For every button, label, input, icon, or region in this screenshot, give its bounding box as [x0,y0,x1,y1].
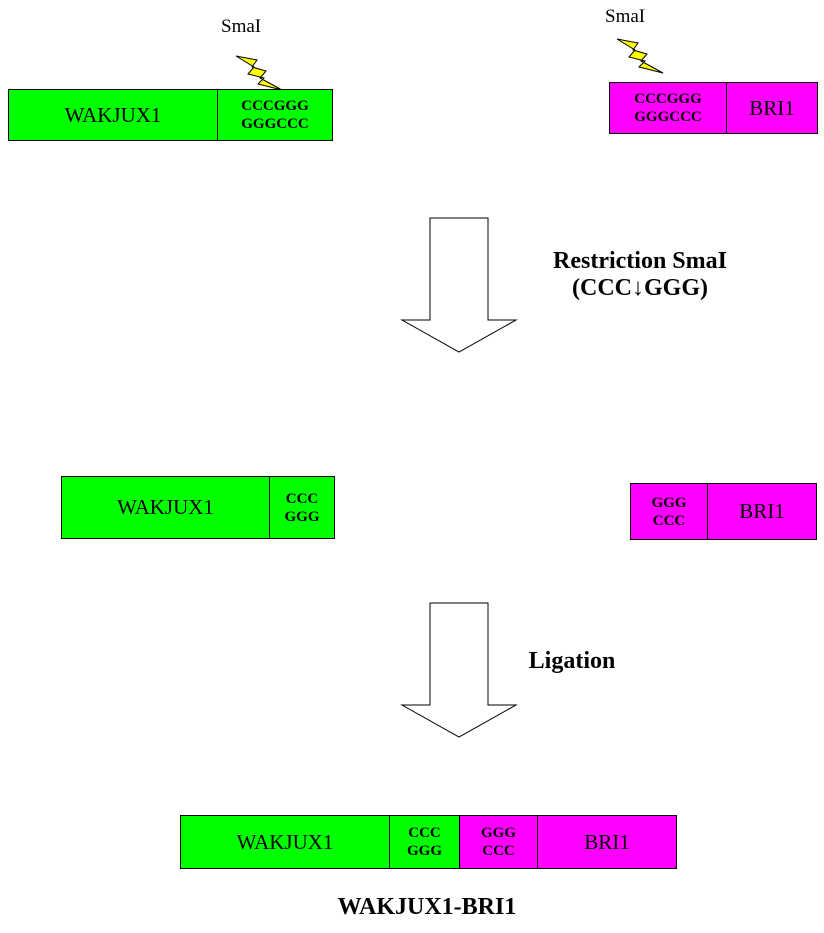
junction-left-block: CCC GGG [389,815,460,869]
gene-block-wakjux1: WAKJUX1 [8,89,218,141]
junction-right-block: GGG CCC [459,815,538,869]
site-top-strand: CCCGGG [241,98,309,114]
step-restriction-label: Restriction SmaI (CCC↓GGG) [520,248,760,302]
blunt-end-block: CCC GGG [269,476,335,539]
junction-right-bottom: CCC [482,843,515,859]
step-restriction-title: Restriction SmaI [553,248,727,274]
end-bottom-strand: CCC [652,512,686,529]
smai-site-block: CCCGGG GGGCCC [609,82,727,134]
down-arrow-icon [400,602,518,738]
junction-left-bottom: GGG [406,843,442,859]
junction-left-top: CCC [408,825,441,841]
blunt-end-block: GGG CCC [630,483,708,540]
down-arrow-icon [400,217,518,353]
site-bottom-strand: GGGCCC [634,109,702,125]
site-top-strand: CCCGGG [634,91,702,107]
lightning-bolt-icon [235,55,283,91]
end-top-strand: CCC [285,490,319,507]
end-top-strand: GGG [651,494,687,511]
enzyme-label: SmaI [605,6,646,27]
smai-site-block: CCCGGG GGGCCC [217,89,333,141]
gene-block-bri1: BRI1 [537,815,677,869]
gene-block-bri1: BRI1 [707,483,817,540]
gene-block-bri1: BRI1 [726,82,818,134]
gene-block-wakjux1: WAKJUX1 [61,476,270,539]
junction-right-top: GGG [480,825,516,841]
step-ligation-label: Ligation [528,648,616,674]
step-restriction-subtitle: (CCC↓GGG) [572,275,708,301]
enzyme-label: SmaI [221,16,262,37]
lightning-bolt-icon [616,38,664,74]
product-name: WAKJUX1-BRI1 [337,894,517,920]
site-bottom-strand: GGGCCC [241,116,309,132]
end-bottom-strand: GGG [284,508,320,525]
gene-block-wakjux1: WAKJUX1 [180,815,390,869]
